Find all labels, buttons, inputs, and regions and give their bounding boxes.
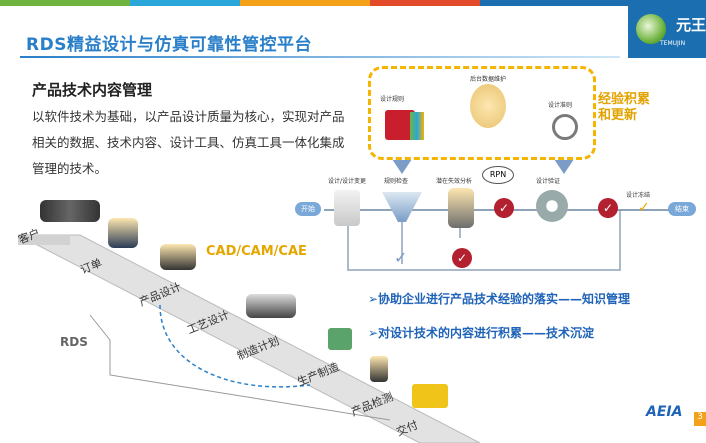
design-change-label: 设计/设计变更 <box>328 178 367 185</box>
bullet-accumulate: ➢对设计技术的内容进行积累——技术沉淀 <box>368 326 595 340</box>
start-label: 开始 <box>301 205 315 213</box>
logo-mark-icon <box>636 14 666 44</box>
rpn-label: RPN <box>489 170 507 179</box>
start-node: 开始 <box>295 202 321 216</box>
blue-check-icon: ✓ <box>394 248 408 267</box>
design-criteria-label: 设计准则 <box>548 102 573 109</box>
end-label: 结束 <box>675 205 689 213</box>
rule-check-label: 规则检查 <box>384 178 409 185</box>
person-maintenance-icon <box>470 84 506 128</box>
magnifier-icon <box>552 114 578 140</box>
file-stack-icon <box>410 112 424 140</box>
design-verify-label: 设计验证 <box>536 178 561 185</box>
designer-desk-icon <box>160 244 196 270</box>
businessman-icon <box>108 218 138 248</box>
section-body: 以软件技术为基础，以产品设计质量为核心，实现对产品相关的数据、技术内容、设计工具… <box>32 109 345 176</box>
designer-icon <box>334 190 360 226</box>
people-icon <box>40 200 100 222</box>
section-heading: 产品技术内容管理 <box>32 81 153 99</box>
machine-icon <box>328 328 352 350</box>
gear-icon <box>536 190 568 222</box>
freeze-check-icon: ✓ <box>638 200 650 216</box>
design-rules-label: 设计规则 <box>380 96 405 103</box>
bullet-knowledge: ➢协助企业进行产品技术经验的落实——知识管理 <box>368 292 631 306</box>
analyst-icon <box>448 188 474 228</box>
process-stairs <box>17 234 480 443</box>
failure-analysis-label: 潜在失效分析 <box>436 178 473 185</box>
top-color-bar <box>0 0 706 6</box>
check-circle-icon-3: ✓ <box>452 248 472 268</box>
logo-sub: TEMUJIN <box>660 40 686 47</box>
experience-dashed-box <box>368 66 596 160</box>
forklift-icon <box>412 384 448 408</box>
backend-label: 后台数据维护 <box>470 76 507 83</box>
footer-logo: AEIA <box>646 404 683 420</box>
cad-cam-cae-label: CAD/CAM/CAE <box>206 244 307 259</box>
rpn-bubble: RPN <box>482 166 514 184</box>
end-node: 结束 <box>668 202 696 216</box>
design-freeze-label: 设计冻结 <box>626 192 651 199</box>
experience-label: 经验积累 和更新 <box>598 92 650 124</box>
rds-label: RDS <box>60 335 88 349</box>
worker-icon <box>370 356 388 382</box>
title-underline <box>20 56 620 58</box>
engineers-icon <box>246 294 296 318</box>
experience-line2: 和更新 <box>598 108 638 123</box>
page-title: RDS精益设计与仿真可靠性管控平台 <box>26 35 312 55</box>
experience-line1: 经验积累 <box>598 92 651 107</box>
page-number: 3 <box>694 412 706 426</box>
logo-name: 元王 <box>676 16 706 34</box>
check-circle-icon: ✓ <box>494 198 514 218</box>
check-circle-icon-2: ✓ <box>598 198 618 218</box>
